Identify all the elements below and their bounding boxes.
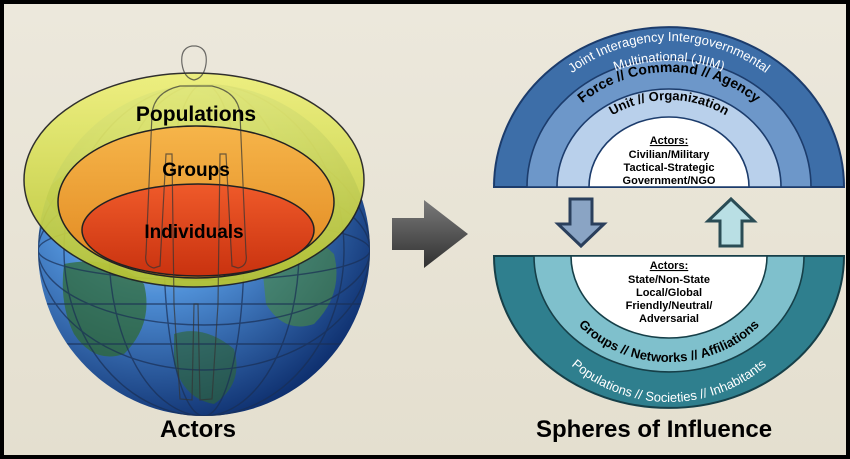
bottom-core-line-4: Adversarial [639,313,699,325]
bottom-core-line-2: Local/Global [636,287,702,299]
top-core-line-3: Government/NGO [623,175,716,187]
bottom-core-line-1: State/Non-State [628,274,710,286]
top-core-line-1: Civilian/Military [629,149,711,161]
diagram-panel: Populations Groups Individuals Joint Int… [4,4,846,455]
human-silhouette-icon [145,45,247,401]
individuals-layer [81,183,315,277]
down-arrow-icon [554,197,608,249]
bottom-core-title: Actors: [650,260,689,272]
bottom-bowl [492,255,846,409]
actors-globe-graphic: Populations Groups Individuals Joint Int… [23,26,846,416]
actors-caption: Actors [160,416,237,443]
top-core-line-2: Tactical-Strategic [624,162,715,174]
right-arrow-icon [392,200,468,268]
bottom-core-line-3: Friendly/Neutral/ [626,300,713,312]
up-arrow-icon [704,196,758,248]
groups-label: Groups [162,160,230,181]
top-dome [492,26,846,188]
individuals-label: Individuals [144,222,243,243]
spheres-of-influence-caption: Spheres of Influence [536,416,773,443]
populations-label: Populations [136,103,256,126]
top-core-title: Actors: [650,135,689,147]
